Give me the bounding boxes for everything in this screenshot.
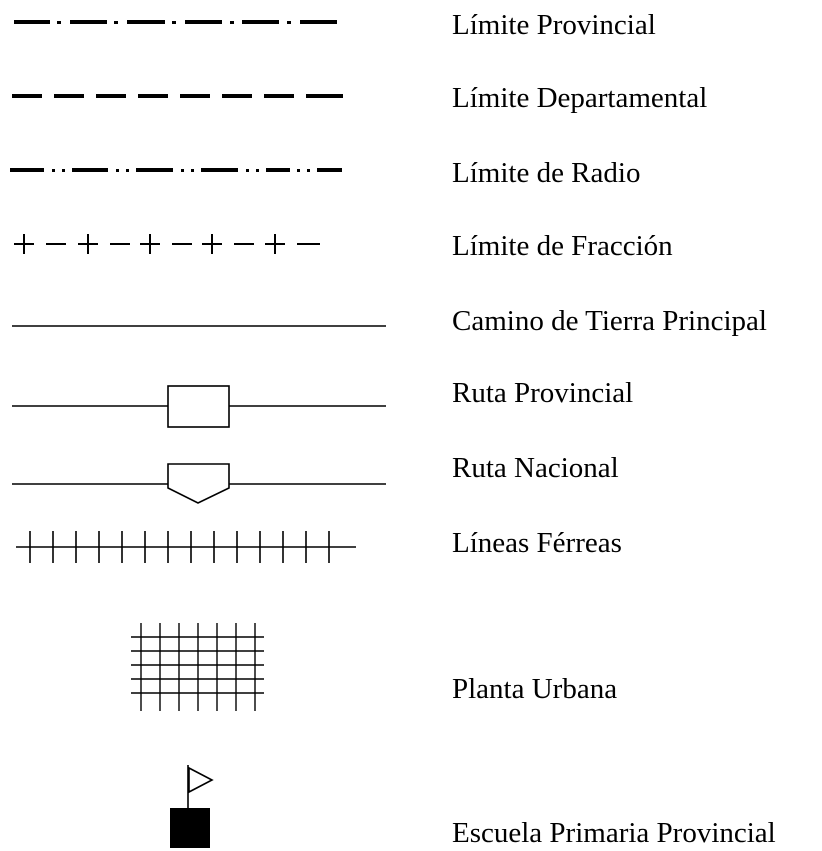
symbol-escuela-primaria-provincial (170, 765, 214, 848)
symbol-ruta-provincial (12, 385, 386, 428)
legend-label-limite-departamental: Límite Departamental (452, 82, 708, 114)
legend-label-ruta-nacional: Ruta Nacional (452, 452, 619, 484)
legend-label-limite-de-fraccion: Límite de Fracción (452, 230, 673, 262)
legend-label-ruta-provincial: Ruta Provincial (452, 377, 634, 409)
legend-label-camino-de-tierra-principal: Camino de Tierra Principal (452, 305, 767, 337)
symbol-limite-departamental (12, 94, 343, 98)
legend-label-escuela-primaria-provincial: Escuela Primaria Provincial (452, 817, 776, 849)
legend-label-planta-urbana: Planta Urbana (452, 673, 618, 705)
symbol-ruta-nacional (12, 463, 386, 504)
symbol-lineas-ferreas (16, 531, 356, 563)
symbol-limite-de-radio (10, 168, 342, 172)
legend-label-lineas-ferreas: Líneas Férreas (452, 527, 622, 559)
legend-label-limite-provincial: Límite Provincial (452, 9, 656, 41)
legend-label-limite-de-radio: Límite de Radio (452, 157, 641, 189)
symbol-limite-de-fraccion (14, 234, 320, 254)
symbol-limite-provincial (14, 20, 337, 24)
symbol-planta-urbana (131, 623, 264, 711)
